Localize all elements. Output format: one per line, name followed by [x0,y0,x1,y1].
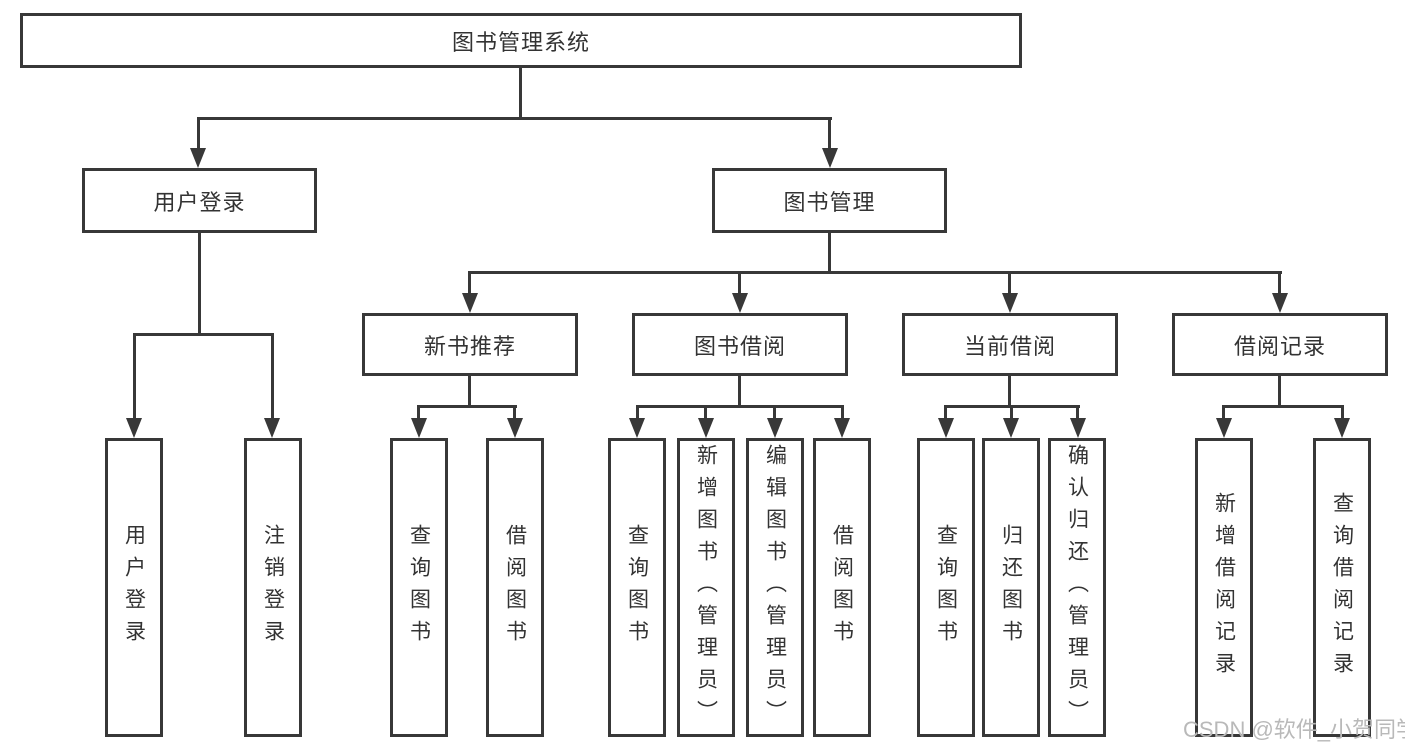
arrow-down-icon [629,418,645,438]
node-label: 借阅记录 [1233,333,1326,359]
node-label: 新增图书（管理员） [694,443,718,732]
leaf-br-add-record: 新增借阅记录 [1195,438,1253,737]
node-label: 图书借阅 [693,333,786,359]
arrow-down-icon [462,293,478,313]
node-label: 编辑图书（管理员） [763,443,787,732]
connector-segment [513,405,516,420]
connector-segment [738,376,741,407]
connector-segment [1010,405,1013,420]
node-current-borrow: 当前借阅 [902,313,1118,376]
node-label: 用户登录 [153,189,246,215]
node-label: 新书推荐 [423,333,516,359]
node-label: 新增借阅记录 [1212,491,1236,684]
leaf-bb-query-book: 查询图书 [608,438,666,737]
arrow-down-icon [834,418,850,438]
connector-segment [468,376,471,407]
node-label: 注销登录 [261,523,285,652]
leaf-br-query-record: 查询借阅记录 [1313,438,1371,737]
node-label: 图书管理 [783,189,876,215]
node-label: 归还图书 [999,523,1023,652]
csdn-watermark: CSDN @软件_小贺同学 [1183,717,1405,742]
connector-segment [944,405,947,420]
leaf-bb-add-book-admin: 新增图书（管理员） [677,438,735,737]
arrow-down-icon [822,148,838,168]
node-label: 图书管理系统 [451,29,590,55]
connector-segment [1341,405,1344,420]
arrow-down-icon [264,418,280,438]
connector-segment [828,233,831,274]
arrow-down-icon [1003,418,1019,438]
arrow-down-icon [1002,293,1018,313]
connector-segment [198,233,201,336]
connector-segment [773,405,776,420]
connector-segment [636,405,639,420]
arrow-down-icon [1216,418,1232,438]
arrow-down-icon [938,418,954,438]
connector-segment [1222,405,1225,420]
leaf-nbr-borrow-book: 借阅图书 [486,438,544,737]
leaf-bb-edit-book-admin: 编辑图书（管理员） [746,438,804,737]
leaf-logout: 注销登录 [244,438,302,737]
node-label: 借阅图书 [503,523,527,652]
leaf-user-login: 用户登录 [105,438,163,737]
leaf-bb-borrow-book: 借阅图书 [813,438,871,737]
connector-segment [417,405,420,420]
leaf-cb-confirm-return-admin: 确认归还（管理员） [1048,438,1106,737]
node-label: 用户登录 [122,523,146,652]
connector-segment [519,68,522,118]
arrow-down-icon [698,418,714,438]
node-book-borrow: 图书借阅 [632,313,848,376]
connector-segment [1278,271,1281,295]
connector-segment [738,271,741,295]
connector-segment [133,333,274,336]
connector-segment [1222,405,1344,408]
arrow-down-icon [1070,418,1086,438]
connector-segment [1076,405,1079,420]
connector-segment [197,117,200,150]
connector-segment [468,271,1282,274]
connector-segment [197,117,832,120]
arrow-down-icon [1272,293,1288,313]
arrow-down-icon [411,418,427,438]
node-label: 查询图书 [934,523,958,652]
connector-segment [417,405,517,408]
node-user-login-branch: 用户登录 [82,168,317,233]
node-book-management-branch: 图书管理 [712,168,947,233]
node-root-system: 图书管理系统 [20,13,1022,68]
connector-segment [841,405,844,420]
arrow-down-icon [507,418,523,438]
connector-segment [636,405,844,408]
node-borrow-record: 借阅记录 [1172,313,1388,376]
node-label: 查询图书 [407,523,431,652]
connector-segment [1008,376,1011,407]
node-label: 借阅图书 [830,523,854,652]
connector-segment [704,405,707,420]
connector-segment [271,333,274,420]
node-label: 查询借阅记录 [1330,491,1354,684]
connector-segment [1008,271,1011,295]
node-label: 当前借阅 [963,333,1056,359]
arrow-down-icon [190,148,206,168]
arrow-down-icon [732,293,748,313]
leaf-cb-return-book: 归还图书 [982,438,1040,737]
leaf-nbr-query-book: 查询图书 [390,438,448,737]
connector-segment [828,117,831,150]
arrow-down-icon [126,418,142,438]
arrow-down-icon [767,418,783,438]
node-label: 确认归还（管理员） [1065,443,1089,732]
node-new-book-recommend: 新书推荐 [362,313,578,376]
arrow-down-icon [1334,418,1350,438]
connector-segment [133,333,136,420]
connector-segment [1278,376,1281,407]
node-label: 查询图书 [625,523,649,652]
leaf-cb-query-book: 查询图书 [917,438,975,737]
connector-segment [468,271,471,295]
